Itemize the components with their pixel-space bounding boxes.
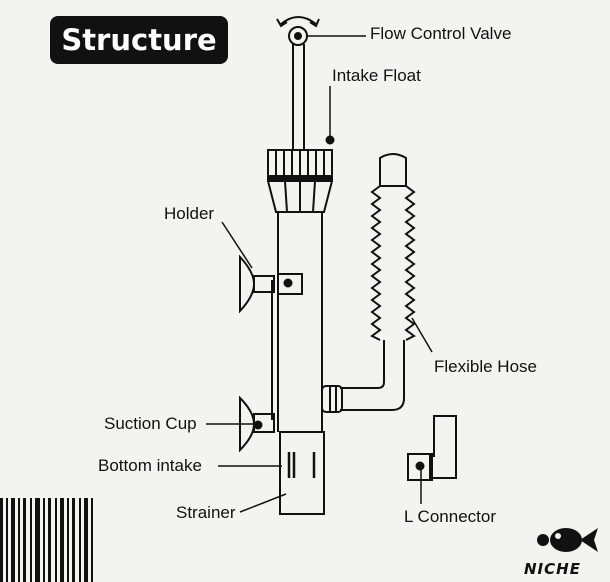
- valve-knob-pin: [294, 32, 302, 40]
- label-flexible-hose: Flexible Hose: [434, 357, 537, 376]
- l-connector: [429, 415, 457, 479]
- hose-bellows-left: [370, 185, 382, 341]
- upper-suction-cup: [239, 254, 256, 314]
- upper-cup-stem: [253, 275, 275, 293]
- float-band: [267, 175, 333, 182]
- fish-logo-icon: [537, 528, 598, 552]
- rotation-arrow-head-left: [276, 18, 288, 28]
- intake-float-dot: [325, 135, 335, 145]
- label-holder: Holder: [164, 204, 215, 223]
- label-intake-float: Intake Float: [332, 66, 421, 85]
- hose-elbow: [340, 340, 405, 411]
- barcode: [0, 498, 93, 582]
- rotation-arrow-head-right: [309, 18, 320, 28]
- label-strainer: Strainer: [176, 503, 236, 522]
- brand-name: NICHE: [524, 560, 581, 578]
- collar-rib: [312, 180, 316, 213]
- rotation-arrow: [280, 16, 317, 25]
- holder-dot: [283, 278, 293, 288]
- diagram-title: Structure: [61, 23, 217, 57]
- hose-bellows-right: [404, 185, 416, 341]
- l-connector-dot: [415, 461, 425, 471]
- label-bottom-intake: Bottom intake: [98, 456, 202, 475]
- suction-cup-dot: [253, 420, 263, 430]
- collar-rib: [284, 180, 288, 213]
- strainer-body: [279, 431, 325, 515]
- holder-clip: [277, 273, 303, 295]
- title-badge: Structure: [50, 16, 228, 64]
- label-l-connector: L Connector: [404, 507, 496, 526]
- l-connector-inlet: [407, 453, 433, 481]
- hose-top-cuff: [379, 153, 407, 187]
- leader-flexible-hose: [411, 317, 433, 353]
- leader-holder: [221, 221, 253, 269]
- leader-strainer: [239, 493, 287, 513]
- hose-end-fitting: [321, 385, 343, 413]
- label-suction-cup: Suction Cup: [104, 414, 197, 433]
- label-flow-control-valve: Flow Control Valve: [370, 24, 512, 43]
